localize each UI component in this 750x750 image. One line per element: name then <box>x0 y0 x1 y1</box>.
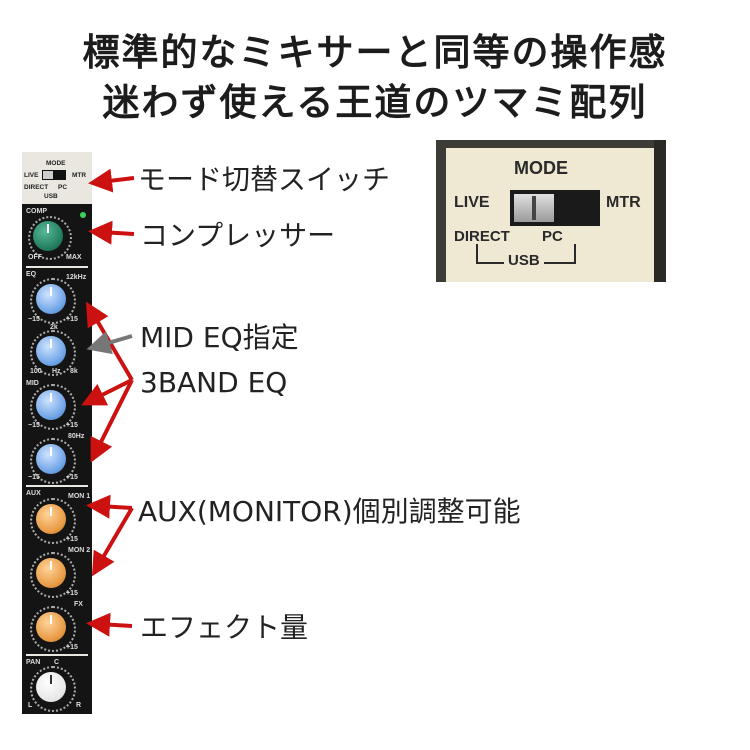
eq-high-min-label: −15 <box>28 316 40 323</box>
arrow-mode-switch <box>88 168 135 193</box>
mid-gain-min-label: −15 <box>28 422 40 429</box>
pan-knob[interactable] <box>36 672 66 702</box>
divider <box>26 485 88 487</box>
photo-edge <box>654 140 666 282</box>
pan-l-label: L <box>28 702 33 709</box>
photo-usb-label: USB <box>504 252 544 269</box>
eq-high-knob[interactable] <box>36 284 66 314</box>
arrow-eq-mid <box>81 378 133 406</box>
mon1-scale <box>30 498 76 544</box>
mid-freq-low-label: 100 <box>30 368 42 375</box>
eq-high-freq-label: 12kHz <box>66 274 87 281</box>
mid-label: MID <box>26 380 39 387</box>
arrow-effect <box>86 612 133 637</box>
mid-freq-scale <box>30 330 76 376</box>
eq-low-max-label: +15 <box>66 474 78 481</box>
fx-scale <box>30 606 76 652</box>
mode-switch-photo: MODE LIVE MTR DIRECT PC USB <box>436 140 666 282</box>
fx-max-label: +15 <box>66 644 78 651</box>
eq-low-min-label: −15 <box>28 474 40 481</box>
channel-strip: MODE LIVE MTR DIRECT PC USB COMP OFF MAX… <box>22 152 92 714</box>
comp-led <box>80 212 86 218</box>
arrow-aux-mon1 <box>86 494 133 519</box>
comp-max-label: MAX <box>66 254 82 261</box>
eq-high-scale <box>30 278 76 324</box>
eq-high-max-label: +15 <box>66 316 78 323</box>
arrow-eq-low <box>90 379 134 463</box>
label-3band-eq: 3BAND EQ <box>140 366 288 399</box>
arrow-mid-eq <box>86 331 133 355</box>
eq-low-freq-label: 80Hz <box>68 433 85 440</box>
pan-label: PAN <box>26 659 41 666</box>
mon1-label: MON 1 <box>68 493 91 500</box>
label-compressor: コンプレッサー <box>140 219 336 252</box>
photo-mode-label: MODE <box>514 158 568 178</box>
pan-r-label: R <box>76 702 82 709</box>
pan-scale <box>30 666 76 712</box>
aux-label: AUX <box>26 490 41 497</box>
mid-freq-high-label: 8k <box>70 368 78 375</box>
mon2-knob[interactable] <box>36 558 66 588</box>
photo-direct-label: DIRECT <box>454 228 510 245</box>
mid-freq-label: 2k <box>50 324 58 331</box>
mid-freq-unit-label: Hz <box>52 368 61 375</box>
strip-live-label: LIVE <box>24 172 39 179</box>
strip-direct-label: DIRECT <box>24 184 49 191</box>
fx-knob[interactable] <box>36 612 66 642</box>
strip-usb-label: USB <box>44 193 58 200</box>
mon1-knob[interactable] <box>36 504 66 534</box>
mon2-scale <box>30 552 76 598</box>
mode-switch-panel: MODE LIVE MTR DIRECT PC USB <box>22 152 92 204</box>
photo-panel: MODE LIVE MTR DIRECT PC USB <box>446 148 656 282</box>
divider <box>26 266 88 268</box>
label-mid-eq: MID EQ指定 <box>140 321 299 354</box>
mid-gain-max-label: +15 <box>66 422 78 429</box>
strip-mtr-label: MTR <box>72 172 87 179</box>
mon2-max-label: +15 <box>66 590 78 597</box>
photo-mtr-label: MTR <box>606 194 641 211</box>
comp-knob[interactable] <box>33 221 63 251</box>
comp-label: COMP <box>26 208 47 215</box>
label-aux: AUX(MONITOR)個別調整可能 <box>138 495 521 528</box>
mid-gain-scale <box>30 384 76 430</box>
divider <box>26 654 88 656</box>
photo-live-label: LIVE <box>454 194 490 211</box>
eq-low-knob[interactable] <box>36 444 66 474</box>
pan-center-label: C <box>54 659 60 666</box>
strip-mode-label: MODE <box>46 160 66 167</box>
arrow-aux-mon2 <box>91 506 134 577</box>
mid-freq-knob[interactable] <box>36 336 66 366</box>
headline-line-2: 迷わず使える王道のツマミ配列 <box>102 81 648 124</box>
comp-off-label: OFF <box>28 254 42 261</box>
arrow-eq-high <box>85 301 134 382</box>
fx-label: FX <box>74 601 83 608</box>
strip-pc-label: PC <box>58 184 68 191</box>
label-effect: エフェクト量 <box>140 611 309 644</box>
photo-switch-slider <box>514 194 554 222</box>
strip-mode-switch[interactable] <box>42 170 66 180</box>
eq-low-scale <box>30 438 76 484</box>
photo-mode-switch[interactable] <box>510 190 600 226</box>
mon1-max-label: +15 <box>66 536 78 543</box>
label-mode-switch: モード切替スイッチ <box>138 163 391 196</box>
comp-scale <box>28 216 72 260</box>
mid-gain-knob[interactable] <box>36 390 66 420</box>
arrow-compressor <box>88 220 135 245</box>
headline-line-1: 標準的なミキサーと同等の操作感 <box>82 31 668 74</box>
eq-label: EQ <box>26 271 37 278</box>
mon2-label: MON 2 <box>68 547 91 554</box>
photo-pc-label: PC <box>542 228 563 245</box>
